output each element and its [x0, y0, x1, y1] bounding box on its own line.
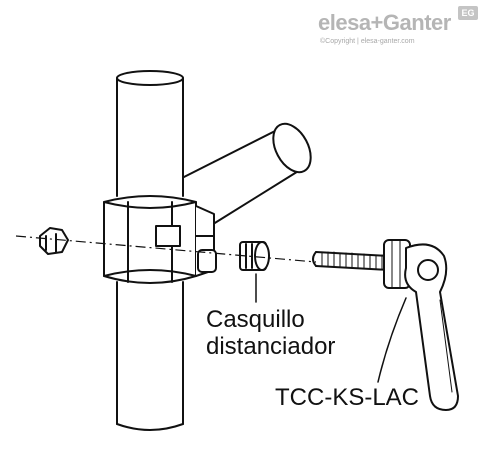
- brand-badge: EG: [458, 6, 478, 20]
- brand-name: elesa+Ganter: [318, 10, 451, 35]
- model-leader-line: [377, 297, 407, 383]
- brand-copyright: ©Copyright | elesa-ganter.com: [320, 38, 415, 45]
- branch-tube: [181, 122, 312, 227]
- tube-clamp: [103, 195, 217, 284]
- hex-nut: [39, 227, 69, 255]
- spacer-callout-line2: distanciador: [206, 333, 336, 360]
- spacer-callout-line1: Casquillo: [206, 306, 305, 333]
- cam-lever: [383, 239, 459, 411]
- model-callout: TCC-KS-LAC: [275, 384, 420, 411]
- brand-logo: elesa+Ganter ©Copyright | elesa-ganter.c…: [318, 6, 480, 54]
- threaded-screw: [312, 251, 391, 271]
- spacer-callout: Casquillo distanciador: [206, 306, 335, 360]
